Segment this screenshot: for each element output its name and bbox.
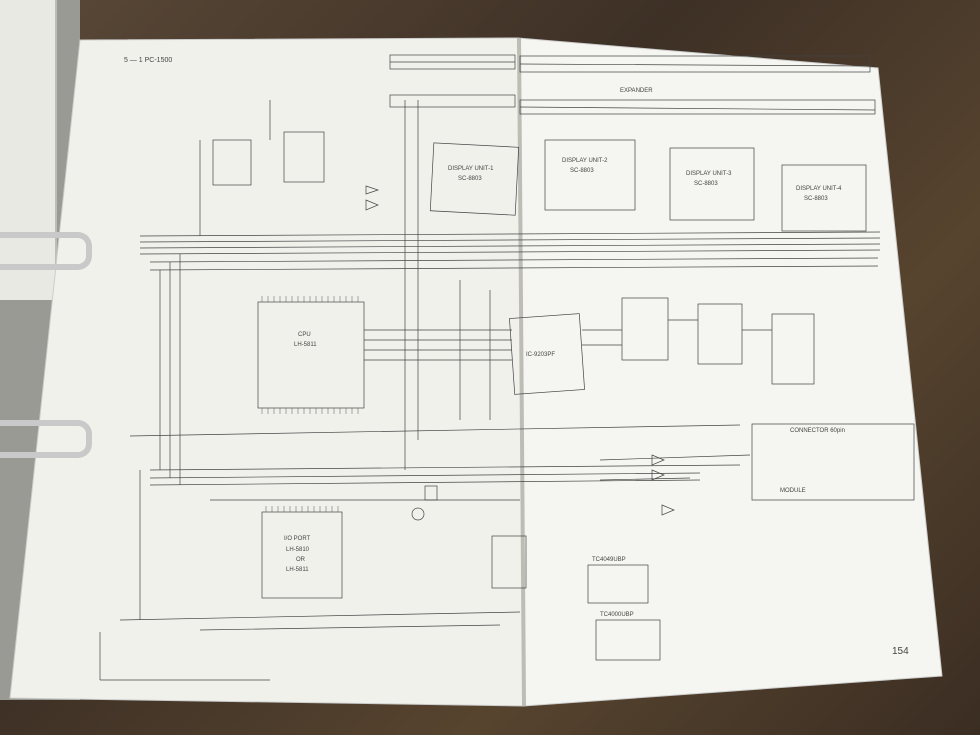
logic-package-2 xyxy=(595,619,661,661)
dip-ic-1 xyxy=(212,139,252,186)
bus-wiring xyxy=(99,100,881,681)
display-unit-2-chip xyxy=(544,139,636,211)
logic1-label: TC4049UBP xyxy=(592,557,626,563)
page-gutter xyxy=(517,37,526,707)
display-unit-4-chip xyxy=(781,164,867,232)
io-port-label: I/O PORT xyxy=(284,536,311,542)
dip-ic-2 xyxy=(283,131,325,183)
buffer-gates xyxy=(365,185,675,516)
left-page xyxy=(9,37,525,707)
expander-connector xyxy=(389,54,876,115)
io-port-or: OR xyxy=(296,557,306,563)
right-page xyxy=(517,37,943,707)
page-header: 5 — 1 PC-1500 xyxy=(124,57,172,64)
cpu-label: CPU xyxy=(298,332,311,338)
io-port-alt-part: LH-5811 xyxy=(286,567,309,573)
display4-part: SC-8803 xyxy=(804,196,828,202)
page-number: 154 xyxy=(892,646,909,657)
transistor xyxy=(411,507,425,521)
logic2-label: TC4000UBP xyxy=(600,612,634,618)
logic-package-1 xyxy=(587,564,649,604)
display3-part: SC-8803 xyxy=(694,181,718,187)
module-connector-box xyxy=(751,423,915,501)
display2-part: SC-8803 xyxy=(570,168,594,174)
io-port-part: LH-5810 xyxy=(286,547,310,553)
crystal xyxy=(424,485,438,501)
ram-chip-2 xyxy=(697,303,743,365)
gate-array-label: IC-9203PF xyxy=(526,352,555,358)
bus-label: EXPANDER xyxy=(620,88,653,94)
display1-label: DISPLAY UNIT-1 xyxy=(448,166,494,172)
dip-ic-3 xyxy=(491,535,527,589)
binder-ring-bottom xyxy=(0,420,92,458)
display1-part: SC-8803 xyxy=(458,176,482,182)
binder-paper-stack xyxy=(0,0,57,300)
gate-array-chip xyxy=(509,313,585,395)
display-unit-1-chip xyxy=(429,142,520,216)
display4-label: DISPLAY UNIT-4 xyxy=(796,186,842,192)
module-label: MODULE xyxy=(780,488,806,494)
display3-label: DISPLAY UNIT-3 xyxy=(686,171,732,177)
ram-chip-1 xyxy=(621,297,669,361)
connector-label: CONNECTOR 60pin xyxy=(790,428,845,434)
binder-ring-top xyxy=(0,232,92,270)
ram-chip-3 xyxy=(771,313,815,385)
display-unit-3-chip xyxy=(669,147,755,221)
cpu-part: LH-5811 xyxy=(294,342,317,348)
display2-label: DISPLAY UNIT-2 xyxy=(562,158,608,164)
cpu-chip xyxy=(257,301,365,409)
